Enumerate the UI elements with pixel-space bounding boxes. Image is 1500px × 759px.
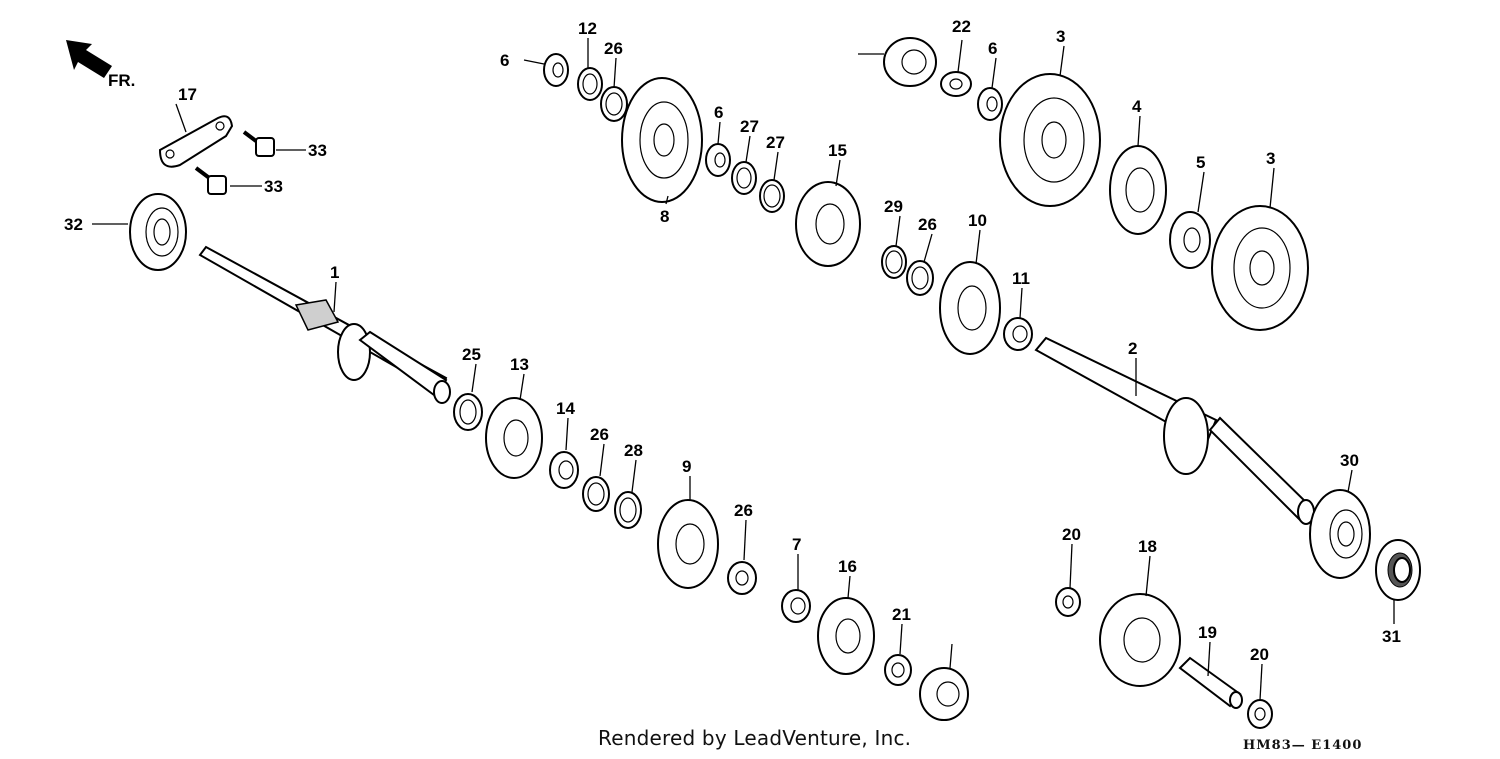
callout-17: 17 (178, 85, 197, 104)
clip-part-28 (614, 491, 642, 529)
callout-6-c: 6 (988, 39, 997, 58)
mainshaft-part-1 (198, 245, 451, 404)
bracket-part-17 (158, 115, 234, 168)
bearing-part-33-lower (919, 667, 969, 721)
bolt-part-31-lower (194, 166, 227, 195)
gear-part-8 (621, 77, 703, 203)
gear-part-3-upper (999, 73, 1101, 207)
callout-2: 2 (1128, 339, 1137, 358)
gear-part-3-lower (1211, 205, 1309, 331)
callout-25: 26 (734, 501, 753, 520)
callout-12: 12 (578, 19, 597, 38)
washer-part-25 (727, 561, 757, 595)
oil-seal-part-30 (1375, 539, 1421, 601)
washer-part-20-b (1247, 699, 1273, 729)
callout-1: 1 (330, 263, 339, 282)
clip-part-27-a (759, 179, 785, 213)
bushing-part-7 (781, 589, 811, 623)
callout-27-b: 29 (884, 197, 903, 216)
callout-16: 16 (838, 557, 857, 576)
callouts: 17 33 33 32 1 25 13 14 26 28 9 26 7 16 2… (64, 17, 1401, 701)
diagram-code: HM83— E1400 (1243, 738, 1363, 753)
washer-part-23 (453, 393, 483, 431)
callout-28: 28 (624, 441, 643, 460)
ring-part-26-a (600, 86, 628, 122)
callout-31-b: 33 (264, 177, 283, 196)
gear-part-5 (1169, 211, 1211, 269)
bushing-part-6-a (543, 53, 569, 87)
callout-11: 11 (1012, 269, 1030, 288)
callout-15: 15 (828, 141, 847, 160)
front-arrow-icon: FR. (66, 40, 135, 90)
bushing-part-6-b (705, 143, 731, 177)
ring-part-26-c (906, 260, 934, 296)
callout-6-a: 6 (500, 51, 509, 70)
clip-part-27-b (881, 245, 907, 279)
callout-14: 14 (556, 399, 575, 418)
callout-4: 4 (1132, 97, 1142, 116)
gear-part-4 (1109, 145, 1167, 235)
bushing-part-11 (1003, 317, 1033, 351)
callout-23: 25 (462, 345, 481, 364)
callout-8: 8 (660, 207, 669, 226)
gear-part-18 (1099, 593, 1181, 687)
bearing-part-29 (1309, 489, 1371, 579)
callout-20-a: 20 (1062, 525, 1081, 544)
gear-part-10 (939, 261, 1001, 355)
bearing-part-32 (129, 193, 187, 271)
ring-part-26-b (731, 161, 757, 195)
callout-10: 10 (968, 211, 987, 230)
gear-part-16 (817, 597, 875, 675)
callout-13: 13 (510, 355, 529, 374)
bolt-part-31-upper (242, 130, 275, 157)
callout-27-a: 27 (766, 133, 785, 152)
callout-26-b: 27 (740, 117, 759, 136)
callout-26-a: 26 (604, 39, 623, 58)
gear-part-9 (657, 499, 719, 589)
callout-32: 32 (64, 215, 83, 234)
bushing-part-6-c (977, 87, 1003, 121)
callout-20-b: 20 (1250, 645, 1269, 664)
callout-30: 31 (1382, 627, 1401, 646)
ring-part-24 (582, 476, 610, 512)
callout-3-b: 3 (1266, 149, 1275, 168)
gear-part-13 (485, 397, 543, 479)
washer-part-22 (940, 71, 972, 97)
callout-24: 26 (590, 425, 609, 444)
bushing-part-14 (549, 451, 579, 489)
front-label: FR. (108, 71, 135, 90)
gear-part-15 (795, 181, 861, 267)
washer-part-12 (577, 67, 603, 101)
callout-5: 5 (1196, 153, 1205, 172)
callout-19: 19 (1198, 623, 1217, 642)
countershaft-part-2 (1034, 336, 1315, 525)
callout-6-b: 6 (714, 103, 723, 122)
callout-29: 30 (1340, 451, 1359, 470)
callout-9: 9 (682, 457, 691, 476)
callout-31-a: 33 (308, 141, 327, 160)
callout-26-c: 26 (918, 215, 937, 234)
callout-3-a: 3 (1056, 27, 1065, 46)
credit-text: Rendered by LeadVenture, Inc. (598, 726, 912, 750)
callout-22: 22 (952, 17, 971, 36)
callout-7: 7 (792, 535, 801, 554)
callout-18: 18 (1138, 537, 1157, 556)
washer-part-21 (884, 654, 912, 686)
washer-part-20-a (1055, 587, 1081, 617)
bearing-part-33-upper (883, 37, 937, 87)
shaft-part-19 (1178, 656, 1243, 709)
callout-21: 21 (892, 605, 911, 624)
